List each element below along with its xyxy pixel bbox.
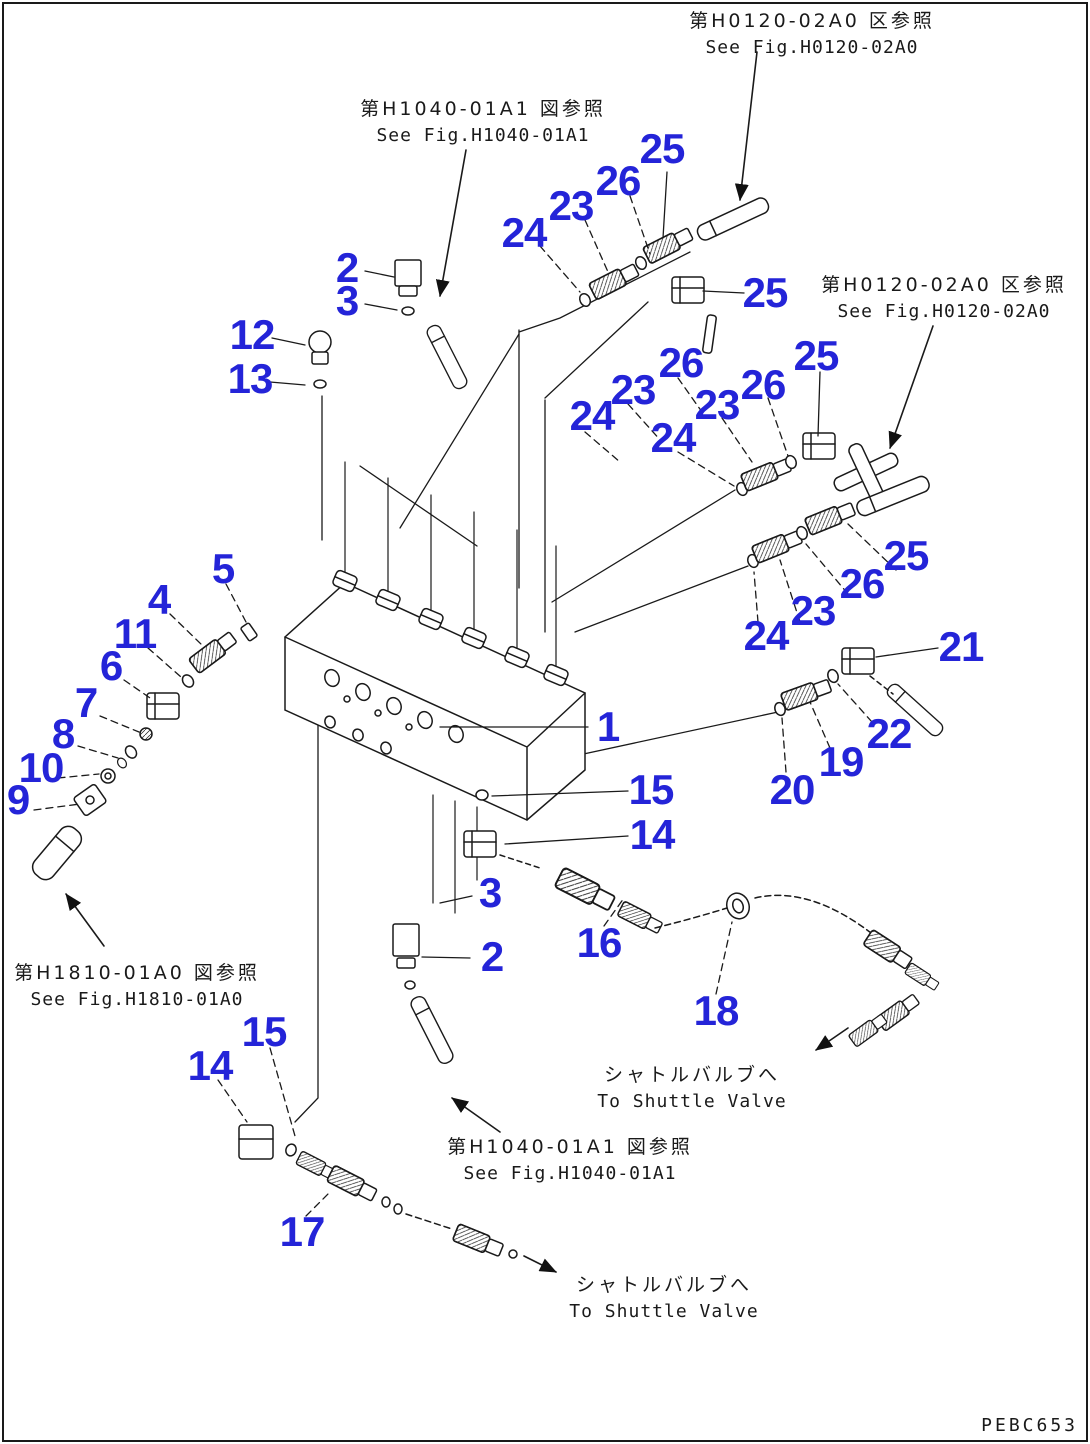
fitting-chain-cross xyxy=(734,432,899,501)
fig-ref-bottom-mid: 第H1040-01A1 図参照 See Fig.H1040-01A1 xyxy=(444,1132,696,1184)
part-callout-15[interactable]: 15 xyxy=(628,766,675,813)
arrow-left-bottom xyxy=(65,893,105,947)
part-callout-23[interactable]: 23 xyxy=(548,182,595,229)
shuttle-right-ja: シャトルバルブへ xyxy=(603,1064,780,1086)
fig-ref-left-bottom: 第H1810-01A0 図参照 See Fig.H1810-01A0 xyxy=(12,958,262,1010)
part-callout-24[interactable]: 24 xyxy=(501,209,548,256)
shuttle-right-en: To Shuttle Valve xyxy=(597,1091,787,1112)
reference-arrows xyxy=(65,51,934,1273)
part-callout-14[interactable]: 14 xyxy=(187,1042,234,1089)
ring-fitting-18 xyxy=(725,892,751,920)
center-fitting-chain xyxy=(463,789,941,1048)
shuttle-bottom-ja: シャトルバルブへ xyxy=(575,1274,752,1296)
part-callout-22[interactable]: 22 xyxy=(866,710,913,757)
part-callout-25[interactable]: 25 xyxy=(742,269,789,316)
fig-ref-bottom-mid-en: See Fig.H1040-01A1 xyxy=(463,1163,677,1184)
fig-ref-left-bottom-en: See Fig.H1810-01A0 xyxy=(30,989,244,1010)
plug-assembly-12-13 xyxy=(308,330,332,389)
fig-ref-right-mid-en: See Fig.H0120-02A0 xyxy=(837,301,1051,322)
part-callout-5[interactable]: 5 xyxy=(211,545,235,592)
callout-leaders xyxy=(33,171,939,1217)
fig-ref-top-right-en: See Fig.H0120-02A0 xyxy=(705,37,919,58)
part-callout-26[interactable]: 26 xyxy=(658,339,705,386)
fitting-chain-left xyxy=(31,622,258,881)
part-callout-10[interactable]: 10 xyxy=(18,744,65,791)
part-callout-19[interactable]: 19 xyxy=(818,738,865,785)
part-callout-16[interactable]: 16 xyxy=(576,919,623,966)
fig-ref-bottom-mid-ja: 第H1040-01A1 図参照 xyxy=(447,1136,693,1158)
fig-ref-left-bottom-ja: 第H1810-01A0 図参照 xyxy=(14,962,260,984)
part-callout-25[interactable]: 25 xyxy=(883,532,930,579)
part-callout-3[interactable]: 3 xyxy=(478,869,502,916)
plug-assembly-bottom xyxy=(392,923,456,1067)
part-callout-20[interactable]: 20 xyxy=(769,766,816,813)
fig-ref-top-mid-en: See Fig.H1040-01A1 xyxy=(376,125,590,146)
part-callout-8[interactable]: 8 xyxy=(51,710,75,757)
fig-ref-top-mid: 第H1040-01A1 図参照 See Fig.H1040-01A1 xyxy=(352,94,614,146)
arrow-shuttle-right xyxy=(815,1027,849,1051)
fitting-chain-19-22 xyxy=(772,647,946,739)
part-callout-13[interactable]: 13 xyxy=(227,355,274,402)
part-callout-26[interactable]: 26 xyxy=(839,560,886,607)
part-callout-25[interactable]: 25 xyxy=(639,125,686,172)
part-callout-7[interactable]: 7 xyxy=(74,679,98,726)
part-callout-3[interactable]: 3 xyxy=(335,277,359,324)
arrow-bottom-mid xyxy=(451,1097,501,1133)
fig-ref-top-mid-ja: 第H1040-01A1 図参照 xyxy=(360,98,606,120)
part-callout-26[interactable]: 26 xyxy=(595,157,642,204)
part-callout-15[interactable]: 15 xyxy=(241,1008,288,1055)
hose-end xyxy=(31,825,83,881)
part-callout-25[interactable]: 25 xyxy=(793,332,840,379)
fig-ref-top-right: 第H0120-02A0 区参照 See Fig.H0120-02A0 xyxy=(688,6,936,58)
fig-ref-right-mid-ja: 第H0120-02A0 区参照 xyxy=(821,274,1067,296)
part-callout-17[interactable]: 17 xyxy=(279,1208,326,1255)
arrow-right-mid xyxy=(888,325,934,449)
part-callout-2[interactable]: 2 xyxy=(335,244,359,291)
part-callout-24[interactable]: 24 xyxy=(743,612,790,659)
main-valve-body xyxy=(284,461,586,914)
fig-ref-right-mid: 第H0120-02A0 区参照 See Fig.H0120-02A0 xyxy=(808,270,1080,322)
plug-assembly-top xyxy=(394,259,470,392)
cross-fitting xyxy=(833,443,899,501)
part-callout-9[interactable]: 9 xyxy=(6,776,30,823)
fitting-chain-bottom-left xyxy=(238,1124,518,1260)
fig-ref-top-right-ja: 第H0120-02A0 区参照 xyxy=(689,10,935,32)
arrow-top-mid xyxy=(435,149,467,297)
arrow-shuttle-bottom xyxy=(523,1255,557,1273)
banjo-fitting xyxy=(73,783,107,817)
part-callout-12[interactable]: 12 xyxy=(229,311,276,358)
part-callout-18[interactable]: 18 xyxy=(693,987,740,1034)
part-callout-14[interactable]: 14 xyxy=(629,811,676,858)
part-callout-23[interactable]: 23 xyxy=(694,381,741,428)
label-to-shuttle-valve-right: シャトルバルブへ To Shuttle Valve xyxy=(548,1060,836,1112)
part-callout-6[interactable]: 6 xyxy=(99,642,123,689)
valve-ports xyxy=(324,668,464,755)
part-callout-23[interactable]: 23 xyxy=(610,366,657,413)
part-callout-2[interactable]: 2 xyxy=(480,933,504,980)
shuttle-bottom-en: To Shuttle Valve xyxy=(569,1301,759,1322)
fitting-chain-top xyxy=(576,194,772,354)
part-callout-24[interactable]: 24 xyxy=(650,414,697,461)
part-callout-1[interactable]: 1 xyxy=(596,703,620,750)
part-callout-23[interactable]: 23 xyxy=(790,587,837,634)
label-to-shuttle-valve-bottom: シャトルバルブへ To Shuttle Valve xyxy=(536,1270,792,1322)
part-callout-24[interactable]: 24 xyxy=(569,392,616,439)
part-callout-4[interactable]: 4 xyxy=(147,576,171,623)
arrow-top-right xyxy=(734,51,758,201)
part-callout-11[interactable]: 11 xyxy=(113,610,157,657)
connection-lines xyxy=(294,251,779,1123)
drawing-code: PEBC653 xyxy=(981,1415,1078,1436)
part-callout-21[interactable]: 21 xyxy=(938,623,985,670)
part-callout-26[interactable]: 26 xyxy=(740,361,787,408)
